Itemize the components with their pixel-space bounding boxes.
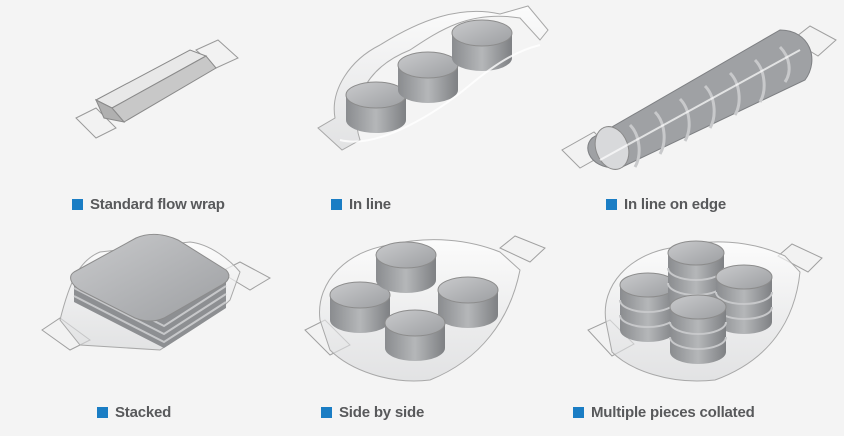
in-line-discs-illustration — [317, 5, 549, 151]
option-in-line: In line — [331, 196, 391, 213]
side-by-side-illustration — [304, 235, 546, 382]
blue-square-bullet-icon — [606, 199, 617, 210]
blue-square-bullet-icon — [573, 407, 584, 418]
blue-square-bullet-icon — [331, 199, 342, 210]
label-text: In line — [349, 196, 391, 213]
in-line-on-edge-illustration — [561, 25, 837, 170]
flow-wrap-bar-illustration — [75, 39, 239, 139]
option-standard-flow-wrap: Standard flow wrap — [72, 196, 225, 213]
multiple-pieces-collated-illustration — [587, 240, 823, 382]
blue-square-bullet-icon — [321, 407, 332, 418]
label-text: Standard flow wrap — [90, 196, 225, 213]
option-in-line-on-edge: In line on edge — [606, 196, 726, 213]
option-multiple-pieces-collated: Multiple pieces collated — [573, 404, 755, 421]
blue-square-bullet-icon — [97, 407, 108, 418]
label-text: Side by side — [339, 404, 425, 421]
label-text: Multiple pieces collated — [591, 404, 755, 421]
option-side-by-side: Side by side — [321, 404, 424, 421]
blue-square-bullet-icon — [72, 199, 83, 210]
label-text: In line on edge — [624, 196, 727, 213]
label-text: Stacked — [115, 404, 172, 421]
stacked-illustration — [41, 233, 272, 351]
option-stacked: Stacked — [97, 404, 171, 421]
